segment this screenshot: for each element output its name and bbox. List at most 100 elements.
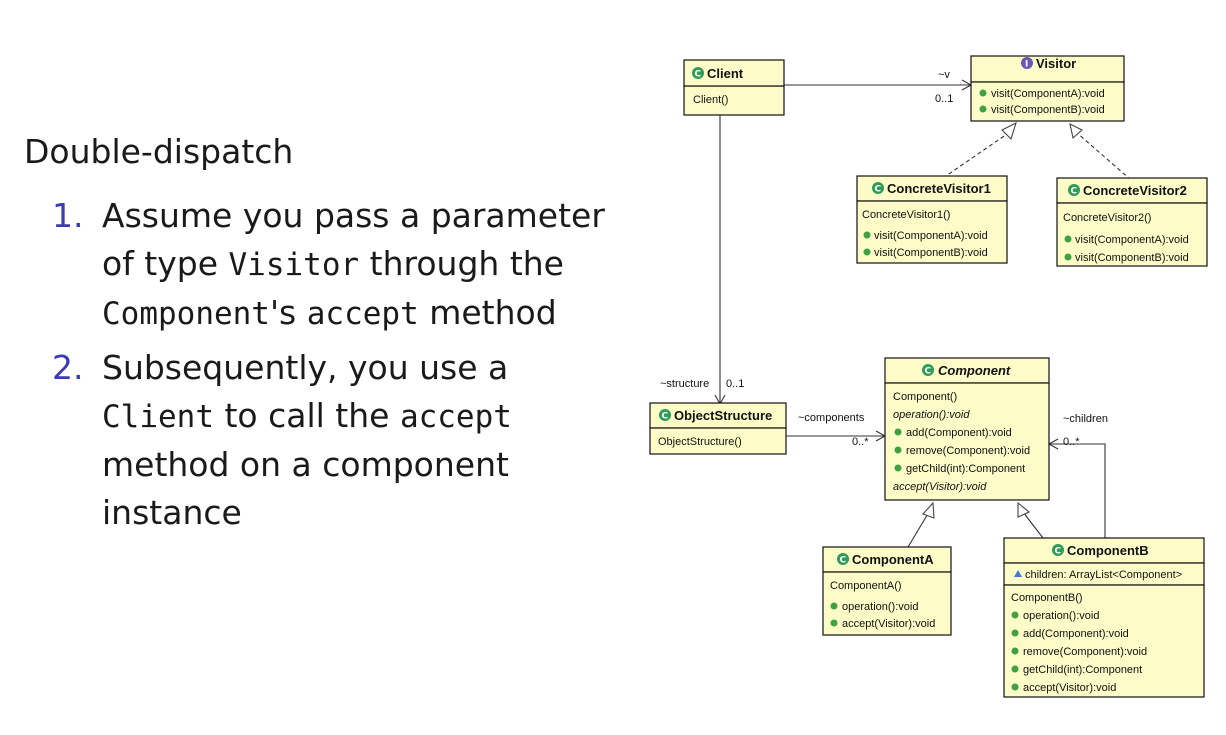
- step-number: 2.: [52, 348, 84, 387]
- class-header: [1056, 177, 1208, 204]
- method-member: getChild(int):Component: [906, 463, 1025, 475]
- step-item: 2. Subsequently, you use a Client to cal…: [52, 344, 612, 537]
- class-icon-letter: C: [1055, 547, 1062, 557]
- class-icon: [872, 182, 884, 194]
- interface-icon: [1021, 57, 1033, 69]
- step-text-part: Assume you pass a parameter of type: [102, 196, 605, 283]
- slide-text: Double-dispatch 1. Assume you pass a par…: [24, 132, 612, 543]
- constructor-member: Component(): [893, 391, 957, 403]
- realization-cv2: [1075, 131, 1132, 181]
- method-member: add(Component):void: [906, 427, 1012, 439]
- multiplicity-label: 0..1: [935, 93, 953, 105]
- method-member: visit(ComponentB):void: [1075, 252, 1189, 264]
- method-member: add(Component):void: [1023, 628, 1129, 640]
- role-label-structure: ~structure: [660, 378, 709, 390]
- class-icon-letter: C: [875, 185, 882, 195]
- public-method-icon: [1011, 629, 1019, 637]
- step-text-part: method on a component instance: [102, 445, 509, 532]
- class-icon: [837, 553, 849, 565]
- public-method-icon: [863, 231, 871, 239]
- abstract-method-member: operation():void: [893, 409, 970, 421]
- method-member: visit(ComponentB):void: [991, 104, 1105, 116]
- class-header: [1003, 537, 1205, 564]
- class-visitor[interactable]: I Visitor visit(ComponentA):void visit(C…: [970, 55, 1125, 122]
- constructor-member: ConcreteVisitor1(): [862, 209, 950, 221]
- class-client[interactable]: C Client Client(): [683, 59, 785, 116]
- slide-heading: Double-dispatch: [24, 132, 294, 171]
- code-term-accept: accept: [399, 399, 512, 435]
- generalization-b: [1022, 511, 1044, 539]
- code-term-client: Client: [102, 399, 214, 435]
- class-icon-letter: C: [662, 412, 669, 422]
- public-method-icon: [979, 105, 987, 113]
- class-name: ConcreteVisitor2: [1083, 183, 1187, 198]
- class-header: [649, 402, 787, 429]
- class-icon: [1052, 544, 1064, 556]
- class-name: ComponentB: [1067, 543, 1149, 558]
- role-label-components: ~components: [798, 412, 865, 424]
- method-member: operation():void: [842, 601, 918, 613]
- class-icon: [659, 409, 671, 421]
- step-text: Subsequently, you use a Client to call t…: [102, 344, 612, 537]
- method-member: remove(Component):void: [906, 445, 1030, 457]
- multiplicity-label: 0..*: [1063, 436, 1080, 448]
- method-member: visit(ComponentA):void: [874, 230, 988, 242]
- class-concrete-visitor2[interactable]: C ConcreteVisitor2 ConcreteVisitor2() vi…: [1056, 177, 1208, 267]
- class-concrete-visitor1[interactable]: C ConcreteVisitor1 ConcreteVisitor1() vi…: [856, 175, 1008, 264]
- public-method-icon: [894, 446, 902, 454]
- method-member: visit(ComponentA):void: [1075, 234, 1189, 246]
- class-icon-letter: C: [840, 556, 847, 566]
- step-text-part: to call the: [213, 396, 400, 435]
- interface-icon-letter: I: [1025, 60, 1028, 70]
- class-component-b[interactable]: C ComponentB children: ArrayList<Compone…: [1003, 537, 1205, 698]
- class-name: ComponentA: [852, 552, 934, 567]
- step-text-part: method: [418, 293, 557, 332]
- step-number: 1.: [52, 196, 84, 235]
- constructor-member: Client(): [693, 94, 728, 106]
- multiplicity-label: 0..*: [852, 436, 869, 448]
- class-header: [970, 55, 1125, 83]
- class-name: Visitor: [1036, 56, 1076, 71]
- public-method-icon: [894, 428, 902, 436]
- method-member: getChild(int):Component: [1023, 664, 1142, 676]
- class-component-a[interactable]: C ComponentA ComponentA() operation():vo…: [822, 546, 952, 636]
- abstract-class-icon: [922, 364, 934, 376]
- class-icon-letter: C: [1071, 187, 1078, 197]
- field-member: children: ArrayList<Component>: [1025, 569, 1182, 581]
- step-text-part: 's: [269, 293, 307, 332]
- class-name: ConcreteVisitor1: [887, 181, 991, 196]
- public-method-icon: [979, 89, 987, 97]
- realization-arrow: [1069, 122, 1083, 140]
- public-method-icon: [1011, 665, 1019, 673]
- method-member: visit(ComponentB):void: [874, 247, 988, 259]
- class-icon-letter: C: [925, 367, 932, 377]
- public-method-icon: [1011, 647, 1019, 655]
- role-label-v: ~v: [938, 69, 950, 81]
- class-component[interactable]: C Component Component() operation():void…: [884, 357, 1050, 501]
- step-text-part: Subsequently, you use a: [102, 348, 509, 387]
- constructor-member: ComponentB(): [1011, 592, 1083, 604]
- constructor-member: ComponentA(): [830, 580, 902, 592]
- public-method-icon: [830, 602, 838, 610]
- constructor-member: ConcreteVisitor2(): [1063, 212, 1151, 224]
- class-object-structure[interactable]: C ObjectStructure ObjectStructure(): [649, 402, 787, 455]
- realization-cv1: [942, 131, 1011, 179]
- code-term-component: Component: [102, 296, 270, 332]
- role-label-children: ~children: [1063, 413, 1108, 425]
- class-icon: [1068, 184, 1080, 196]
- constructor-member: ObjectStructure(): [658, 436, 742, 448]
- step-text: Assume you pass a parameter of type Visi…: [102, 192, 612, 338]
- class-header: [884, 357, 1050, 384]
- public-method-icon: [1011, 611, 1019, 619]
- steps-list: 1. Assume you pass a parameter of type V…: [52, 192, 612, 543]
- method-member: remove(Component):void: [1023, 646, 1147, 658]
- code-term-visitor: Visitor: [228, 247, 360, 283]
- class-name: Client: [707, 66, 744, 81]
- class-icon: [692, 67, 704, 79]
- generalization-arrow: [922, 501, 935, 519]
- realization-arrow: [1001, 121, 1017, 141]
- step-text-part: through the: [359, 244, 564, 283]
- generalization-arrow: [1017, 501, 1031, 518]
- public-method-icon: [863, 248, 871, 256]
